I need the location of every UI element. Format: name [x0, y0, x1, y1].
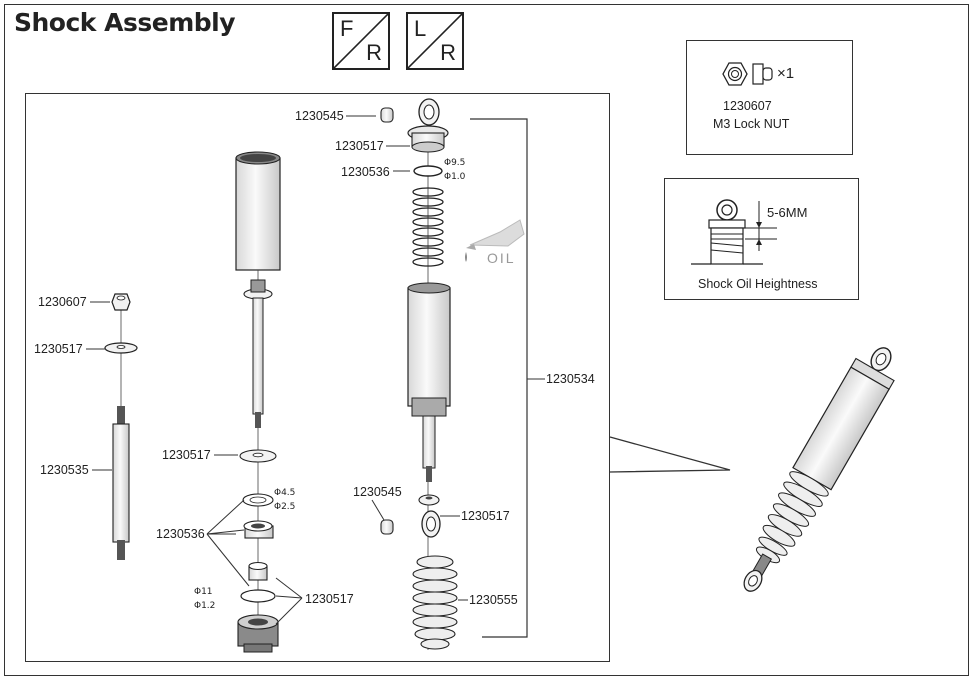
label-1230555: 1230555 — [469, 593, 518, 607]
label-phi-1-2: Φ1.2 — [194, 601, 216, 611]
exploded-view-frame — [25, 93, 610, 662]
callout-line — [609, 436, 731, 473]
shock-body-assembled-part — [407, 287, 451, 407]
nut-count: ×1 — [777, 65, 795, 82]
label-1230517-bottom: 1230517 — [305, 592, 354, 606]
left-right-symbol: L R — [406, 12, 464, 70]
bracket-1230534 — [470, 118, 528, 638]
column-1-parts — [104, 293, 138, 560]
front-rear-symbol: F R — [332, 12, 390, 70]
leader-lines — [86, 115, 468, 625]
spring-part — [412, 187, 444, 267]
oil-height-figure — [691, 199, 777, 265]
label-1230534: 1230534 — [546, 372, 595, 386]
label-1230517-left: 1230517 — [34, 342, 83, 356]
dust-boot-part — [412, 555, 458, 650]
page-title: Shock Assembly — [14, 8, 236, 37]
oring-large-part — [240, 589, 276, 603]
label-phi-11: Φ11 — [194, 587, 213, 597]
column-2-parts — [235, 151, 281, 653]
ball-end-top-part — [380, 107, 394, 123]
label-1230517-top: 1230517 — [335, 139, 384, 153]
lock-nut-inset: ×1 1230607 M3 Lock NUT — [686, 40, 853, 155]
label-1230517-rod-end: 1230517 — [461, 509, 510, 523]
shaft-part — [112, 423, 130, 543]
oil-height-caption: Shock Oil Heightness — [698, 277, 818, 291]
label-1230517-mid: 1230517 — [162, 448, 211, 462]
column-3-parts — [380, 98, 525, 650]
nut-name: M3 Lock NUT — [713, 117, 790, 131]
label-1230536-top: 1230536 — [341, 165, 390, 179]
oil-bottle-icon — [465, 219, 525, 262]
nut-part-number: 1230607 — [723, 99, 772, 113]
label-1230535: 1230535 — [40, 463, 89, 477]
label-1230536-mid: 1230536 — [156, 527, 205, 541]
shock-body-part — [235, 157, 281, 271]
rod-thread-top — [117, 406, 125, 426]
washer-rod-end-part — [418, 494, 440, 506]
label-phi-2-5: Φ2.5 — [274, 502, 296, 512]
label-phi-9-5: Φ9.5 — [444, 158, 466, 168]
label-phi-4-5: Φ4.5 — [274, 488, 296, 498]
label-1230545-bottom: 1230545 — [353, 485, 402, 499]
page-frame — [4, 4, 969, 676]
label-oil: OIL — [487, 250, 516, 266]
assembled-shock-view — [743, 347, 895, 592]
lock-nut-part — [111, 293, 131, 311]
label-phi-1-0: Φ1.0 — [444, 172, 466, 182]
rod-thread-bottom — [117, 540, 125, 560]
oil-height-dimension: 5-6MM — [767, 205, 808, 220]
lock-nut-icon — [722, 62, 773, 86]
oring-top-part — [413, 165, 443, 177]
ball-end-bottom-part — [380, 519, 394, 535]
oil-height-inset: 5-6MM Shock Oil Heightness — [664, 178, 859, 300]
label-1230607: 1230607 — [38, 295, 87, 309]
label-1230545-top: 1230545 — [295, 109, 344, 123]
